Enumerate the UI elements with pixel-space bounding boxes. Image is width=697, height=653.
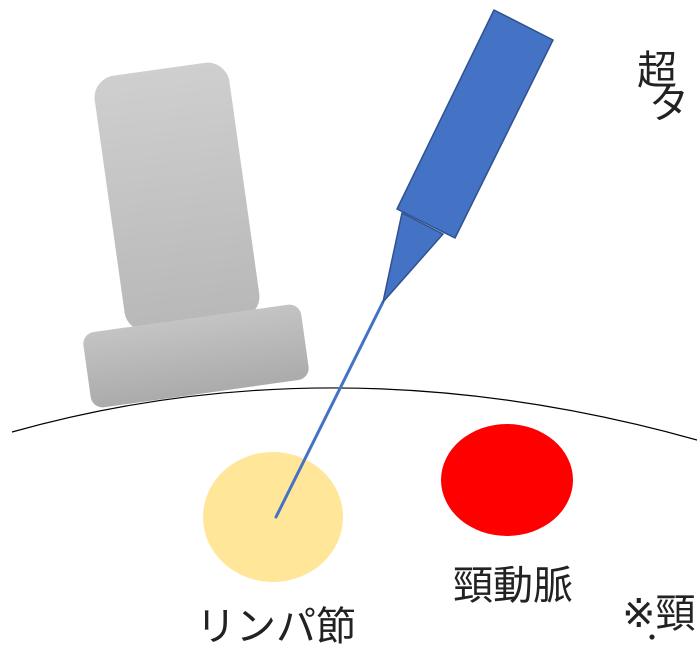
needle-barrel: [396, 9, 554, 239]
skin-surface-line: [11, 387, 697, 441]
carotid-artery-label: 頸動脈: [453, 563, 573, 609]
lymph-node-shape: [203, 452, 343, 582]
probe-handle: [94, 62, 260, 332]
probe-head: [83, 304, 309, 408]
top-right-label-line2: タ: [649, 82, 689, 128]
carotid-artery-shape: [441, 424, 573, 536]
bottom-right-fragment: ・: [640, 624, 664, 652]
needle-hub: [382, 212, 444, 303]
lymph-node-label: リンパ節: [196, 604, 356, 650]
top-right-label-line1: 超: [637, 48, 677, 94]
needle-shaft: [274, 300, 385, 519]
biopsy-needle: [274, 9, 554, 519]
ultrasound-probe: [83, 62, 309, 408]
note-label: ※頸: [622, 591, 696, 637]
